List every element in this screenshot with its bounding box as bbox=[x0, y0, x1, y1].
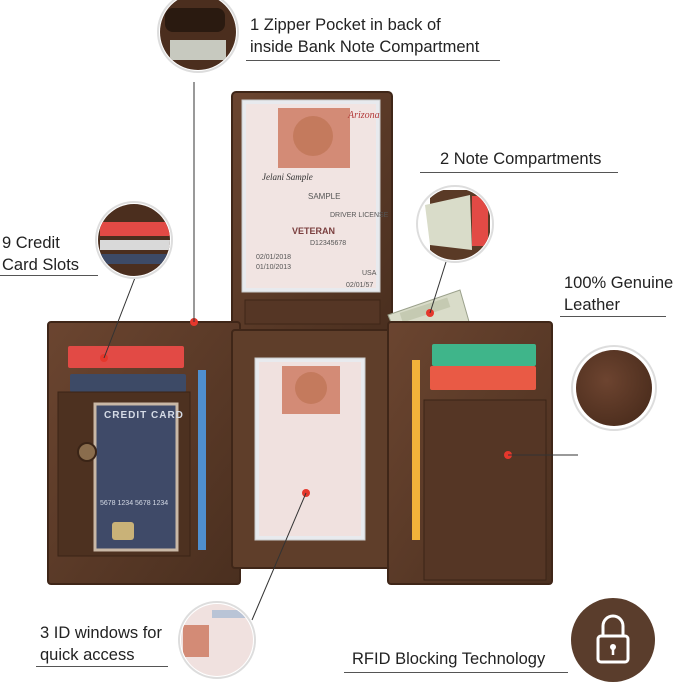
zipper-zoom-circle bbox=[157, 0, 239, 73]
id-card-dob: 01/10/2013 bbox=[256, 264, 292, 271]
notes-callout: 2 Note Compartments bbox=[440, 148, 601, 170]
zipper-callout-line2: inside Bank Note Compartment bbox=[250, 38, 480, 56]
rfid-badge bbox=[571, 598, 655, 682]
id-card-exp: 02/01/2018 bbox=[256, 254, 292, 261]
leather-underline bbox=[560, 316, 666, 317]
cards-callout-line1: 9 Credit bbox=[2, 234, 60, 252]
rfid-underline bbox=[344, 672, 568, 673]
top-id-flap bbox=[231, 91, 393, 333]
rfid-callout: RFID Blocking Technology bbox=[352, 648, 545, 670]
id-callout-line1: 3 ID windows for bbox=[40, 624, 162, 642]
id-card-short-date: 02/01/57 bbox=[346, 282, 374, 289]
id-callout: 3 ID windows for quick access bbox=[40, 622, 162, 666]
id-card-name: SAMPLE bbox=[308, 192, 341, 201]
credit-card-text: CREDIT CARD bbox=[104, 410, 184, 421]
leader-lines bbox=[103, 82, 578, 621]
id-zoom-circle bbox=[178, 601, 256, 679]
leather-callout-line1: 100% Genuine bbox=[564, 274, 674, 292]
id-card-text: VETERAN bbox=[292, 226, 336, 236]
id-card-country: USA bbox=[362, 270, 377, 277]
id-card-signature: Jelani Sample bbox=[262, 172, 313, 182]
credit-card-number: 5678 1234 5678 1234 bbox=[100, 500, 169, 507]
cards-zoom-circle bbox=[95, 201, 173, 279]
zipper-callout: 1 Zipper Pocket in back of inside Bank N… bbox=[250, 14, 479, 58]
cards-callout-line2: Card Slots bbox=[2, 256, 80, 274]
rfid-callout-line1: RFID Blocking Technology bbox=[352, 650, 546, 668]
notes-underline bbox=[420, 172, 618, 173]
id-underline bbox=[36, 666, 168, 667]
wallet-body bbox=[47, 321, 553, 585]
leather-callout: 100% Genuine Leather bbox=[564, 272, 673, 316]
zipper-underline bbox=[246, 60, 500, 61]
leather-callout-line2: Leather bbox=[564, 296, 620, 314]
cards-underline bbox=[0, 275, 98, 276]
zipper-callout-line1: 1 Zipper Pocket in back of bbox=[250, 16, 441, 34]
cards-callout: 9 Credit Card Slots bbox=[2, 232, 79, 276]
notes-zoom-circle bbox=[416, 185, 494, 263]
id-callout-line2: quick access bbox=[40, 646, 135, 664]
leather-zoom-circle bbox=[571, 345, 657, 431]
notes-callout-line1: 2 Note Compartments bbox=[440, 150, 602, 168]
id-card-type: DRIVER LICENSE bbox=[330, 212, 389, 219]
id-card-state: Arizona bbox=[348, 110, 380, 121]
id-card-number: D12345678 bbox=[310, 240, 347, 247]
